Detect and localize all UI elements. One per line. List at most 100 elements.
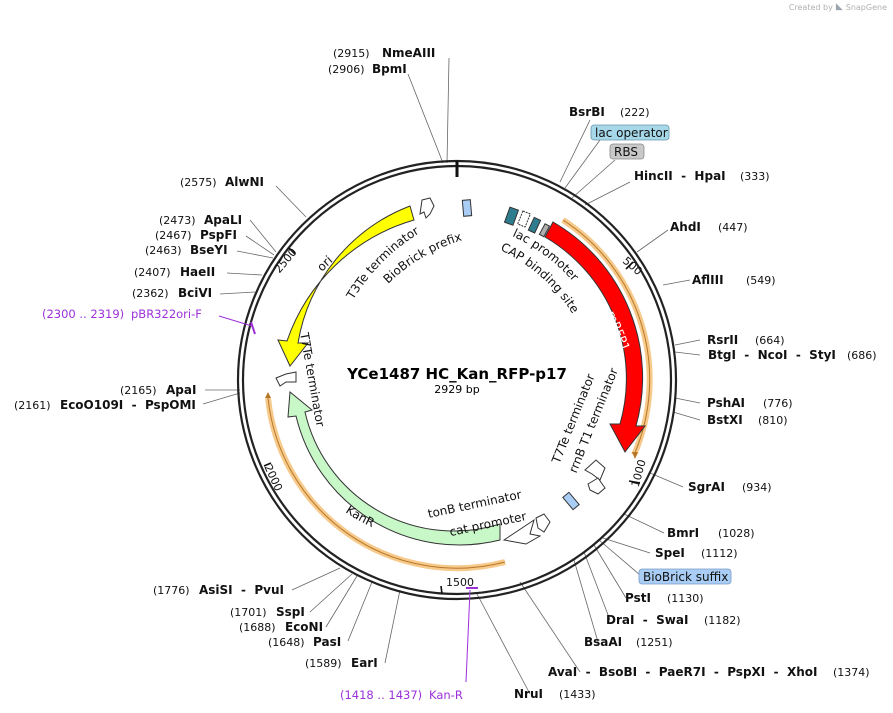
mrfp1-feature xyxy=(544,221,647,453)
site-pos: (2915) xyxy=(333,47,370,60)
tonb-terminator-arrow xyxy=(535,513,551,533)
site-pos: (1701) xyxy=(230,606,267,619)
leader-lines xyxy=(202,57,701,695)
kanr-orf-arrow xyxy=(265,392,271,398)
primer-name: Kan-R xyxy=(429,688,463,702)
site-name: HincII - HpaI xyxy=(634,169,726,183)
site-name: HaeII xyxy=(180,265,215,279)
tick-1000: 1000 xyxy=(629,458,649,488)
lac-operator-tag: lac operator xyxy=(590,124,670,141)
site-pos: (664) xyxy=(755,334,785,347)
cap-binding-box xyxy=(517,210,531,228)
site-name: PspFI xyxy=(200,228,237,242)
rbs-tag: RBS xyxy=(609,143,645,160)
site-pos: (2362) xyxy=(132,287,169,300)
snapgene-credit: Created by ◣ SnapGene xyxy=(789,2,887,12)
ori-label: ori xyxy=(314,253,335,274)
site-name: ApaLI xyxy=(204,213,242,227)
site-pos: (2165) xyxy=(120,384,157,397)
tick-2500: 2500 xyxy=(272,246,300,276)
lac-promoter-box xyxy=(503,206,520,226)
biobrick-suffix-box xyxy=(562,491,580,511)
site-name: PshAI xyxy=(707,396,745,410)
site-name: AsiSI - PvuI xyxy=(199,583,284,597)
site-pos: (2463) xyxy=(145,244,182,257)
site-name: DraI - SwaI xyxy=(606,613,688,627)
site-pos: (549) xyxy=(746,274,776,287)
ticks xyxy=(263,247,641,595)
t7te-left-arrow xyxy=(275,371,297,387)
primer-range: (1418 .. 1437) xyxy=(340,688,422,702)
site-pos: (2575) xyxy=(180,176,217,189)
site-name: BsrBI xyxy=(569,105,605,119)
biobrick-suffix-tag: BioBrick suffix xyxy=(638,568,732,585)
site-pos: (2407) xyxy=(134,266,171,279)
site-name: BmrI xyxy=(667,526,699,540)
pbr322ori-f-mark xyxy=(250,321,256,335)
site-name: PstI xyxy=(625,591,651,605)
site-pos: (1433) xyxy=(559,688,596,701)
site-pos: (1182) xyxy=(704,614,741,627)
site-name: PasI xyxy=(313,635,341,649)
site-pos: (1028) xyxy=(718,527,755,540)
site-name: SpeI xyxy=(655,546,685,560)
rbs-box xyxy=(538,223,551,238)
site-pos: (1374) xyxy=(833,666,870,679)
site-pos: (1112) xyxy=(701,547,738,560)
site-pos: (1776) xyxy=(153,584,190,597)
site-name: SspI xyxy=(276,605,305,619)
site-name: AlwNI xyxy=(225,175,264,189)
site-pos: (1589) xyxy=(305,657,342,670)
site-pos: (222) xyxy=(620,106,650,119)
svg-text:BioBrick suffix: BioBrick suffix xyxy=(643,570,728,584)
svg-text:RBS: RBS xyxy=(614,145,638,159)
svg-text:lac operator: lac operator xyxy=(595,126,668,140)
site-name: AhdI xyxy=(670,220,701,234)
mrfp1-orf-arrow xyxy=(632,452,638,459)
site-name: AvaI - BsoBI - PaeR7I - PspXI - XhoI xyxy=(548,665,817,679)
site-pos: (1648) xyxy=(268,636,305,649)
site-name: BseYI xyxy=(190,243,228,257)
site-pos: (1130) xyxy=(667,592,704,605)
site-pos: (1251) xyxy=(636,636,673,649)
site-name: BciVI xyxy=(178,286,212,300)
site-name: AflIII xyxy=(692,273,724,287)
plasmid-length: 2929 bp xyxy=(434,383,479,396)
kanr-feature xyxy=(287,391,501,546)
primer-range: (2300 .. 2319) xyxy=(42,307,124,321)
site-name: SgrAI xyxy=(688,480,725,494)
credit-brand: SnapGene xyxy=(845,2,887,12)
site-name: EarI xyxy=(351,656,378,670)
site-pos: (2473) xyxy=(159,214,196,227)
ori-feature xyxy=(277,205,415,367)
site-name: RsrII xyxy=(707,333,738,347)
snapgene-logo: ◣ xyxy=(835,2,843,12)
site-pos: (1688) xyxy=(239,621,276,634)
site-pos: (776) xyxy=(763,397,793,410)
site-name: BpmI xyxy=(372,62,407,76)
site-name: EcoNI xyxy=(285,620,323,634)
plasmid-name: YCe1487 HC_Kan_RFP-p17 xyxy=(346,365,567,383)
primer-name: pBR322ori-F xyxy=(131,307,202,321)
t3te-terminator-arrow xyxy=(419,197,435,219)
small-features xyxy=(275,197,606,545)
biobrick-prefix-label: BioBrick prefix xyxy=(380,230,463,287)
tick-2000: 2000 xyxy=(261,462,285,493)
tick-500: 500 xyxy=(620,254,645,278)
site-labels-left: (2575) AlwNI (2473) ApaLI (2467) PspFI (… xyxy=(14,175,378,670)
kanr-orf-line xyxy=(267,397,506,569)
site-pos: (2467) xyxy=(155,229,192,242)
pbr322ori-f-leader xyxy=(218,315,253,327)
kan-r-leader xyxy=(465,589,471,683)
site-name: ApaI xyxy=(166,383,196,397)
biobrick-prefix-box xyxy=(461,199,473,217)
lac-operator-box xyxy=(527,216,542,234)
credit-prefix: Created by xyxy=(788,2,833,12)
cat-promoter-arrow xyxy=(502,518,542,545)
site-pos: (810) xyxy=(758,414,788,427)
t7te-right-arrow xyxy=(584,459,606,481)
rrnb-t1-arrow xyxy=(587,477,606,495)
site-pos: (686) xyxy=(847,349,877,362)
site-pos: (2161) xyxy=(14,399,51,412)
